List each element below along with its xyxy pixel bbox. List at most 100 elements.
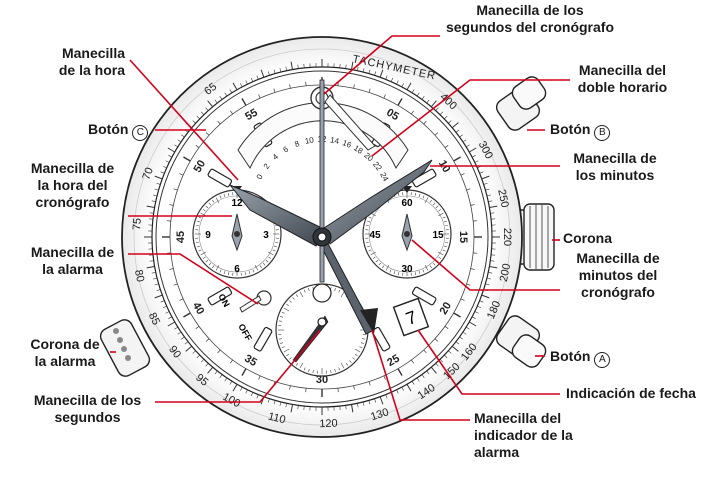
label-line: Manecilla de bbox=[573, 150, 657, 166]
bezel-tick bbox=[351, 404, 354, 413]
subdial-tick bbox=[375, 259, 379, 263]
subdial-tick bbox=[397, 192, 400, 196]
bezel-tick bbox=[466, 144, 470, 148]
bezel-tick bbox=[401, 83, 404, 88]
subdial-tick bbox=[278, 320, 282, 322]
label-line: la hora del bbox=[37, 177, 108, 193]
seconds-tick bbox=[173, 188, 178, 191]
tachy-number: 65 bbox=[202, 81, 219, 98]
bezel-tick bbox=[214, 99, 218, 104]
sub-right-60: 60 bbox=[401, 198, 413, 209]
label-line: minutos del bbox=[578, 267, 658, 283]
tachy-number: 75 bbox=[131, 218, 144, 231]
bezel-tick bbox=[357, 66, 359, 71]
seconds-tick bbox=[273, 88, 276, 93]
subdial-tick bbox=[286, 353, 290, 357]
tachymeter-ring bbox=[133, 48, 511, 426]
subdial-tick bbox=[418, 270, 421, 275]
subdial-tick bbox=[289, 300, 292, 303]
seconds-tick bbox=[383, 94, 386, 99]
bezel-tick bbox=[477, 305, 482, 309]
seconds-tick bbox=[217, 349, 221, 354]
bezel-tick bbox=[439, 111, 444, 115]
bezel-tick bbox=[385, 75, 388, 80]
label-line: Corona bbox=[563, 230, 612, 246]
subdial-tick bbox=[334, 288, 336, 292]
bezel-tick bbox=[168, 155, 173, 158]
subdial-tick bbox=[195, 224, 199, 227]
bezel-tick bbox=[240, 83, 243, 88]
sub-left-12: 12 bbox=[231, 198, 243, 209]
seconds-tick bbox=[444, 145, 449, 148]
subdial-tick bbox=[445, 241, 449, 244]
bezel-tick bbox=[435, 363, 439, 367]
bezel-tick bbox=[459, 336, 463, 340]
subdial-tick bbox=[205, 259, 209, 263]
label-line: Manecilla de bbox=[576, 250, 660, 266]
subdial-tick bbox=[223, 193, 226, 198]
tachy-number: 200 bbox=[498, 263, 513, 283]
bezel-tick bbox=[379, 69, 384, 78]
label-dual-time-hand: Manecilla del doble horario bbox=[565, 62, 680, 96]
bezel-tick bbox=[267, 398, 270, 403]
bezel-tick bbox=[345, 64, 347, 69]
label-line: Manecilla del bbox=[474, 410, 562, 426]
bezel-tick bbox=[483, 182, 488, 185]
tachy-number: 90 bbox=[166, 344, 183, 361]
seconds-tick bbox=[353, 84, 355, 89]
label-line: Manecilla de bbox=[30, 244, 115, 260]
bezel-tick bbox=[490, 212, 495, 214]
seconds-tick bbox=[460, 173, 465, 176]
bezel-tick bbox=[416, 377, 420, 382]
bezel-tick bbox=[297, 64, 299, 69]
dual-time-number: 10 bbox=[304, 135, 315, 146]
bezel-tick bbox=[279, 68, 282, 73]
button-b-circle: B bbox=[594, 125, 611, 141]
seconds-number: 35 bbox=[242, 353, 259, 370]
subdial-tick bbox=[292, 297, 295, 300]
bezel-tick bbox=[471, 155, 476, 158]
label-minute-hand: Manecilla de los minutos bbox=[560, 150, 670, 184]
bezel-tick bbox=[416, 92, 420, 97]
seconds-tick bbox=[183, 312, 191, 318]
seconds-tick bbox=[466, 283, 471, 286]
subdial-tick bbox=[438, 256, 442, 259]
bezel-tick bbox=[485, 283, 490, 286]
bezel-tick bbox=[474, 160, 479, 163]
bezel-tick bbox=[426, 99, 430, 104]
bezel-tick bbox=[256, 75, 259, 80]
bezel-tick bbox=[214, 370, 218, 375]
bezel-tick bbox=[451, 122, 459, 129]
seconds-tick bbox=[179, 173, 184, 176]
bezel-tick bbox=[481, 294, 490, 299]
subdial-tick bbox=[443, 245, 448, 248]
bezel-tick bbox=[459, 134, 463, 138]
seconds-tick bbox=[423, 349, 427, 354]
seconds-number: 15 bbox=[457, 231, 469, 243]
subdial-tick bbox=[227, 192, 230, 196]
subdial-tick bbox=[219, 195, 222, 199]
label-line: Manecilla del bbox=[578, 62, 667, 78]
label-line: alarma bbox=[474, 444, 520, 460]
bezel-tick bbox=[154, 294, 163, 299]
button-a-pusher bbox=[495, 315, 547, 368]
subdial-tick bbox=[438, 209, 442, 212]
tachy-number: 70 bbox=[140, 166, 155, 182]
bezel-tick bbox=[156, 289, 161, 292]
bezel-tick bbox=[290, 61, 293, 70]
subdial-tick bbox=[219, 269, 222, 273]
seconds-hand bbox=[292, 315, 329, 363]
bezel-tick bbox=[229, 381, 233, 385]
subdial-tick bbox=[286, 303, 290, 307]
label-line: cronógrafo bbox=[581, 284, 655, 300]
bezel-tick bbox=[379, 396, 384, 405]
bezel-tick bbox=[154, 283, 159, 286]
label-line: Manecilla bbox=[61, 45, 125, 61]
subdial-tick bbox=[368, 249, 372, 252]
subdial-tick bbox=[262, 262, 266, 266]
bezel-tick bbox=[273, 69, 276, 74]
bezel-tick bbox=[260, 69, 265, 78]
seconds-tick bbox=[169, 204, 174, 206]
label-line: la alarma bbox=[42, 261, 103, 277]
subdial-tick bbox=[278, 338, 282, 340]
